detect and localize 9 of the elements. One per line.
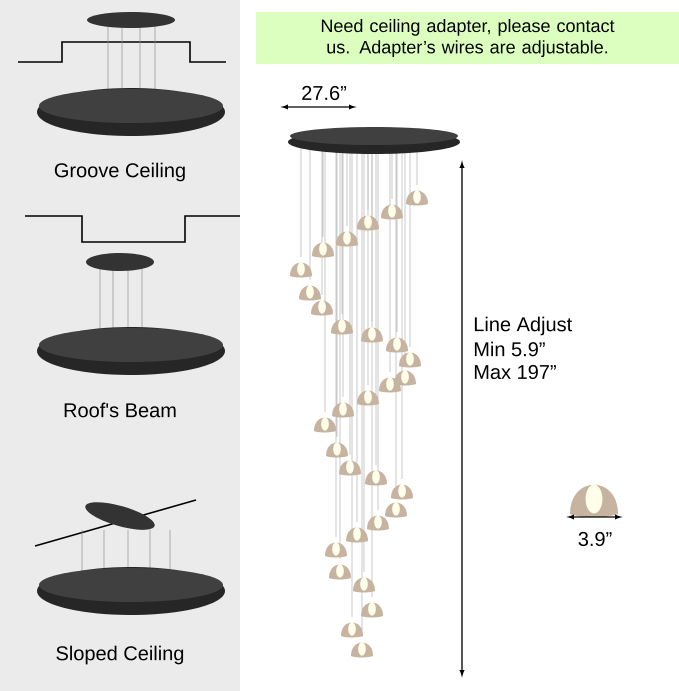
caption: Roof's Beam — [64, 402, 176, 418]
banner: Need ceiling adapter, please contact us. Adapter’s wires are adjustable. — [256, 12, 679, 64]
caption: Sloped Ceiling — [56, 646, 184, 664]
dimension-label: Line Adjust — [474, 316, 572, 336]
dimension-label: 27.6” — [302, 86, 346, 100]
caption: Groove Ceiling — [54, 162, 185, 182]
dimension-label: Max 197” — [474, 364, 556, 380]
dimension-label: 3.9” — [578, 532, 612, 546]
dimension-label: Min 5.9” — [474, 342, 545, 356]
